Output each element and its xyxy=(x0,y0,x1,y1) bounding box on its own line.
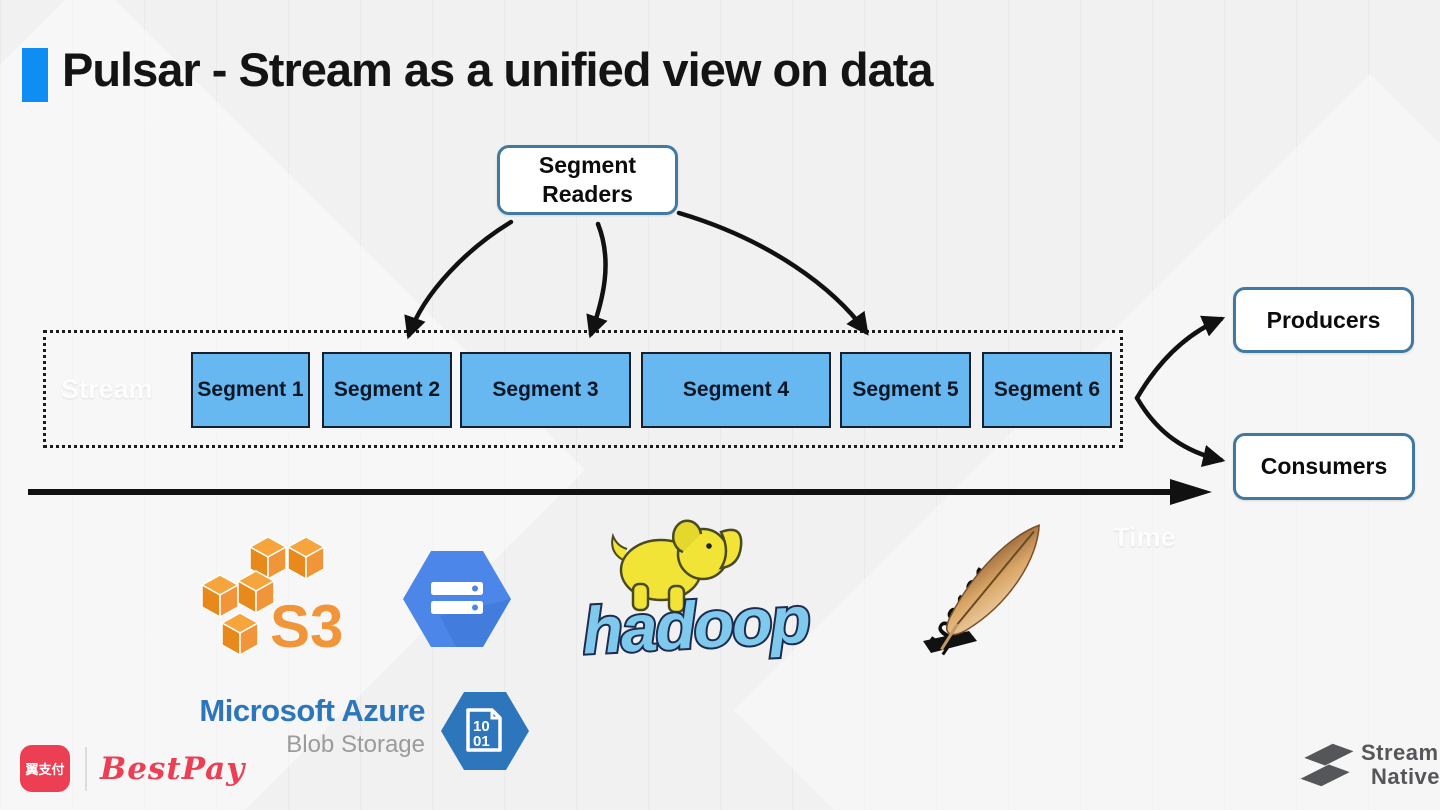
arrow-stream-to-consumers xyxy=(1134,395,1226,467)
azure-hexagon-icon xyxy=(441,692,529,770)
producers-box: Producers xyxy=(1233,287,1414,353)
time-axis-arrowhead xyxy=(1170,479,1212,505)
azure-blob-storage-logo: Microsoft Azure Blob Storage xyxy=(197,693,425,759)
s3-cube-icon xyxy=(201,574,239,618)
hadoop-elephant-icon xyxy=(611,519,743,614)
azure-binary-line1: 10 xyxy=(473,718,490,735)
streamnative-mark-icon xyxy=(1300,743,1354,787)
stream-container xyxy=(43,330,1123,448)
segment-1-box: Segment 1 xyxy=(191,352,310,428)
slide-title: Pulsar - Stream as a unified view on dat… xyxy=(62,43,934,96)
hadoop-logo-text: hadoop xyxy=(583,582,811,666)
gcp-storage-bars-icon xyxy=(431,582,483,614)
segment-6-box: Segment 6 xyxy=(982,352,1112,428)
bestpay-brand-text: BestPay xyxy=(100,750,246,787)
segment-4-box: Segment 4 xyxy=(641,352,831,428)
gcp-hexagon-shadow xyxy=(440,599,511,647)
azure-binary-line2: 01 xyxy=(473,733,490,750)
streamnative-text: Stream Native xyxy=(1361,741,1440,789)
s3-logo-text: S3 xyxy=(270,593,343,660)
arrow-readers-to-segment3 xyxy=(586,221,608,339)
hadoop-logo: hadoop xyxy=(583,519,813,666)
segment-3-box: Segment 3 xyxy=(460,352,631,428)
feather-base-mark xyxy=(923,631,977,653)
s3-cube-icon xyxy=(221,612,259,656)
arrow-stream-to-producers xyxy=(1134,315,1226,401)
google-cloud-storage-logo xyxy=(403,551,511,647)
stream-label: Stream xyxy=(61,374,153,404)
azure-logo-text: Microsoft Azure xyxy=(199,693,425,728)
title-accent-bar xyxy=(22,48,48,102)
segment-readers-label-line2: Readers xyxy=(542,181,633,207)
time-label: Time xyxy=(1113,522,1176,552)
azure-blob-storage-text: Blob Storage xyxy=(286,731,425,758)
aws-s3-logo: S3 xyxy=(201,537,343,660)
azure-blob-icon: 10 01 xyxy=(441,692,529,770)
segment-readers-box: Segment Readers xyxy=(497,145,678,215)
bestpay-logo: 翼支付 BestPay xyxy=(20,745,245,792)
apache-feather-logo: 100101 xyxy=(921,524,1040,661)
feather-quill-icon xyxy=(940,524,1040,651)
arrow-readers-to-segment5 xyxy=(676,210,869,336)
azure-binary-doc-icon: 10 01 xyxy=(466,708,502,752)
streamnative-line2: Native xyxy=(1371,764,1440,789)
streamnative-logo: Stream Native xyxy=(1298,739,1440,791)
segment-5-box: Segment 5 xyxy=(840,352,971,428)
s3-cube-icon xyxy=(287,537,325,580)
arrow-readers-to-segment2 xyxy=(404,219,514,340)
segment-readers-label-line1: Segment xyxy=(538,152,637,179)
logo-divider xyxy=(85,746,87,791)
consumers-box: Consumers xyxy=(1233,433,1415,500)
bestpay-app-icon: 翼支付 xyxy=(20,745,70,792)
s3-cube-icon xyxy=(237,570,275,614)
segment-2-box: Segment 2 xyxy=(322,352,452,428)
streamnative-line1: Stream xyxy=(1361,740,1439,765)
